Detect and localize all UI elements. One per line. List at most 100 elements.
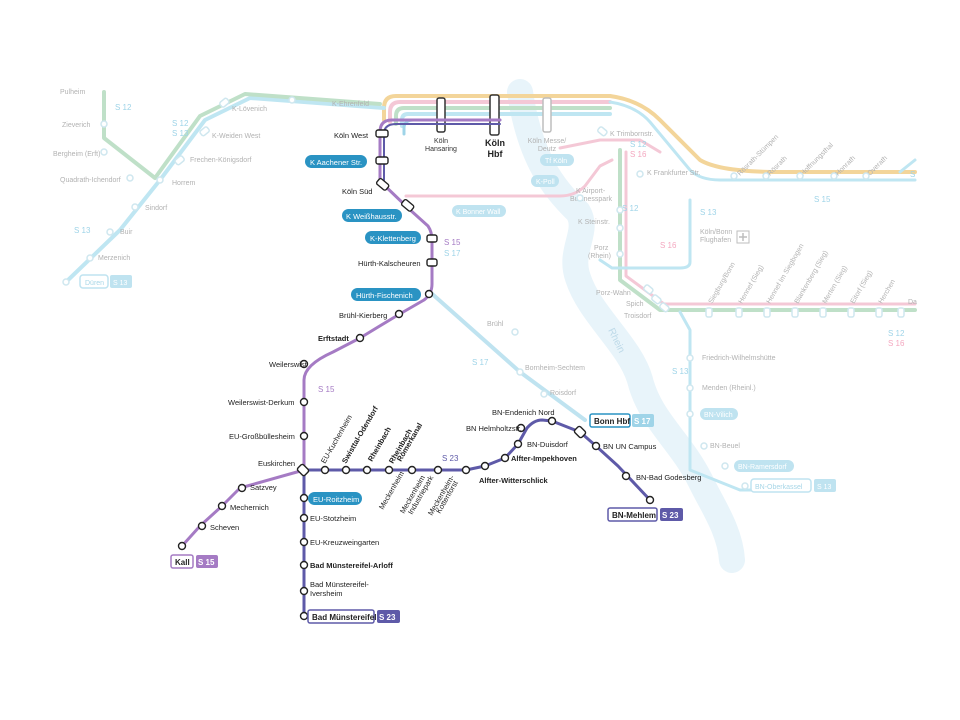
- svg-text:Merzenich: Merzenich: [98, 255, 130, 262]
- station-scheven: Scheven: [210, 523, 239, 532]
- svg-text:S 15: S 15: [198, 558, 215, 567]
- svg-text:Zieverich: Zieverich: [62, 122, 91, 129]
- svg-text:Overath: Overath: [866, 155, 889, 178]
- station-bn-endenich-nord: BN-Endenich Nord: [492, 408, 555, 417]
- station-bn-duisdorf: BN-Duisdorf: [527, 440, 569, 449]
- svg-text:Frechen-Königsdorf: Frechen-Königsdorf: [190, 157, 252, 164]
- station-eu-roitzheim: EU-Roitzheim: [313, 495, 359, 504]
- station-alfter-impekhoven: Alfter-Impekhoven: [511, 454, 577, 463]
- svg-text:(Rhein): (Rhein): [588, 253, 611, 260]
- station-eu-kreuzweingarten: EU-Kreuzweingarten: [310, 538, 379, 547]
- svg-text:Troisdorf: Troisdorf: [624, 313, 651, 320]
- svg-text:Pulheim: Pulheim: [60, 89, 85, 96]
- svg-text:Porz-Wahn: Porz-Wahn: [596, 290, 631, 297]
- station-k-aachener-str: K Aachener Str.: [310, 158, 362, 167]
- faded-network: [64, 90, 917, 492]
- svg-text:K Bonner Wall: K Bonner Wall: [456, 209, 501, 216]
- station-k-weisshausstr: K Weißhausstr.: [346, 212, 397, 221]
- svg-text:Köln Messe/: Köln Messe/: [528, 138, 567, 145]
- station-huerth-fischenich: Hürth-Fischenich: [356, 291, 413, 300]
- svg-text:S 13: S 13: [672, 367, 689, 376]
- station-huerth-kalscheuren: Hürth-Kalscheuren: [358, 259, 421, 268]
- pill-labels: K Aachener Str. K Weißhausstr. K-Kletten…: [305, 155, 421, 505]
- station-euskirchen: Euskirchen: [258, 459, 295, 468]
- svg-text:S 15: S 15: [814, 195, 831, 204]
- svg-text:BN-Vilich: BN-Vilich: [704, 412, 733, 419]
- station-koeln-sued: Köln Süd: [342, 187, 372, 196]
- svg-text:S 13: S 13: [172, 129, 189, 138]
- svg-text:S 16: S 16: [660, 241, 677, 250]
- station-erftstadt: Erftstadt: [318, 334, 349, 343]
- svg-text:Eitorf (Sieg): Eitorf (Sieg): [850, 269, 875, 305]
- station-weilerswist: Weilerswist: [269, 360, 308, 369]
- svg-text:K Airport-: K Airport-: [576, 188, 606, 195]
- svg-text:K-Weiden West: K-Weiden West: [212, 133, 260, 140]
- svg-text:Sindorf: Sindorf: [145, 205, 167, 212]
- svg-text:Deutz: Deutz: [538, 146, 557, 153]
- airport-icon: [736, 230, 750, 244]
- terminus-bn-mehlem: BN-Mehlem: [612, 511, 656, 520]
- svg-text:Siegburg/Bonn: Siegburg/Bonn: [708, 261, 737, 305]
- koeln-hbf-label: Köln: [485, 138, 505, 148]
- terminus-labels: Kall S 15 Bad Münstereifel S 23 BN-Mehle…: [170, 413, 683, 624]
- svg-text:S: S: [910, 170, 915, 179]
- svg-text:Flughafen: Flughafen: [700, 237, 731, 244]
- svg-text:Spich: Spich: [626, 301, 644, 308]
- svg-text:Horrem: Horrem: [172, 180, 196, 187]
- station-eu-grossbuellesheim: EU-Großbüllesheim: [229, 432, 295, 441]
- s15-label-2: S 15: [318, 385, 335, 394]
- svg-text:Hansaring: Hansaring: [425, 146, 457, 153]
- svg-text:S 13: S 13: [817, 484, 832, 491]
- svg-text:Düren: Düren: [85, 280, 104, 287]
- svg-text:Bergheim (Erft): Bergheim (Erft): [53, 151, 100, 158]
- station-k-klettenberg: K-Klettenberg: [370, 234, 416, 243]
- koeln-hansaring-label: Köln: [434, 138, 448, 145]
- svg-text:BN-Beuel: BN-Beuel: [710, 443, 740, 450]
- svg-text:S 16: S 16: [630, 150, 647, 159]
- svg-text:BN-Oberkassel: BN-Oberkassel: [755, 484, 803, 491]
- station-mechernich: Mechernich: [230, 503, 269, 512]
- svg-text:Da: Da: [908, 299, 917, 306]
- svg-text:S 13: S 13: [74, 226, 91, 235]
- svg-text:Buir: Buir: [120, 229, 133, 236]
- svg-text:S 13: S 13: [113, 280, 128, 287]
- svg-text:K Trimbornstr.: K Trimbornstr.: [610, 131, 654, 138]
- svg-text:S 17: S 17: [634, 417, 651, 426]
- s17-label: S 17: [444, 249, 461, 258]
- station-weilerswist-derkum: Weilerswist-Derkum: [228, 398, 295, 407]
- s23-label: S 23: [442, 454, 459, 463]
- svg-text:S 12: S 12: [622, 204, 639, 213]
- station-bruehl-kierberg: Brühl-Kierberg: [339, 311, 387, 320]
- station-bn-un-campus: BN UN Campus: [603, 442, 657, 451]
- svg-text:BN-Ramersdorf: BN-Ramersdorf: [738, 464, 787, 471]
- svg-text:Brühl: Brühl: [487, 321, 504, 328]
- svg-text:Merten (Sieg): Merten (Sieg): [822, 265, 849, 305]
- koeln-central-stations: Köln Hansaring Köln Hbf Köln Messe/ Deut…: [425, 94, 567, 159]
- faded-pills: Tf Köln K-Poll K Bonner Wall BN-Vilich B…: [79, 154, 836, 493]
- svg-text:Porz: Porz: [594, 245, 609, 252]
- s15-label: S 15: [444, 238, 461, 247]
- svg-text:K Steinstr.: K Steinstr.: [578, 219, 610, 226]
- active-station-markers: [177, 129, 655, 621]
- station-bad-muenstereifel-iversheim: Bad Münstereifel-: [310, 580, 369, 589]
- station-alfter-witterschlick: Alfter-Witterschlick: [479, 476, 549, 485]
- svg-text:Köln/Bonn: Köln/Bonn: [700, 229, 732, 236]
- svg-text:Honrath: Honrath: [834, 155, 857, 178]
- svg-text:Quadrath-Ichendorf: Quadrath-Ichendorf: [60, 177, 121, 184]
- station-bad-muenstereifel-arloff: Bad Münstereifel-Arloff: [310, 561, 393, 570]
- svg-text:Bornheim-Sechtem: Bornheim-Sechtem: [525, 365, 585, 372]
- svg-text:S 16: S 16: [888, 339, 905, 348]
- svg-text:S 23: S 23: [379, 613, 396, 622]
- terminus-bad-muenstereifel: Bad Münstereifel: [312, 613, 376, 622]
- svg-text:Roisdorf: Roisdorf: [550, 390, 576, 397]
- svg-text:Friedrich-Wilhelmshütte: Friedrich-Wilhelmshütte: [702, 355, 776, 362]
- svg-text:S 17: S 17: [472, 358, 489, 367]
- station-bn-helmholtzstr: BN Helmholtzstr.: [466, 424, 522, 433]
- svg-text:Hbf: Hbf: [488, 149, 504, 159]
- svg-text:Herchen: Herchen: [878, 278, 897, 305]
- svg-text:K-Ehrenfeld: K-Ehrenfeld: [332, 101, 369, 108]
- svg-text:K Frankfurter Str.: K Frankfurter Str.: [647, 170, 700, 177]
- rhine-river: [507, 79, 745, 573]
- station-koeln-west: Köln West: [334, 131, 369, 140]
- station-bn-bad-godesberg: BN-Bad Godesberg: [636, 473, 701, 482]
